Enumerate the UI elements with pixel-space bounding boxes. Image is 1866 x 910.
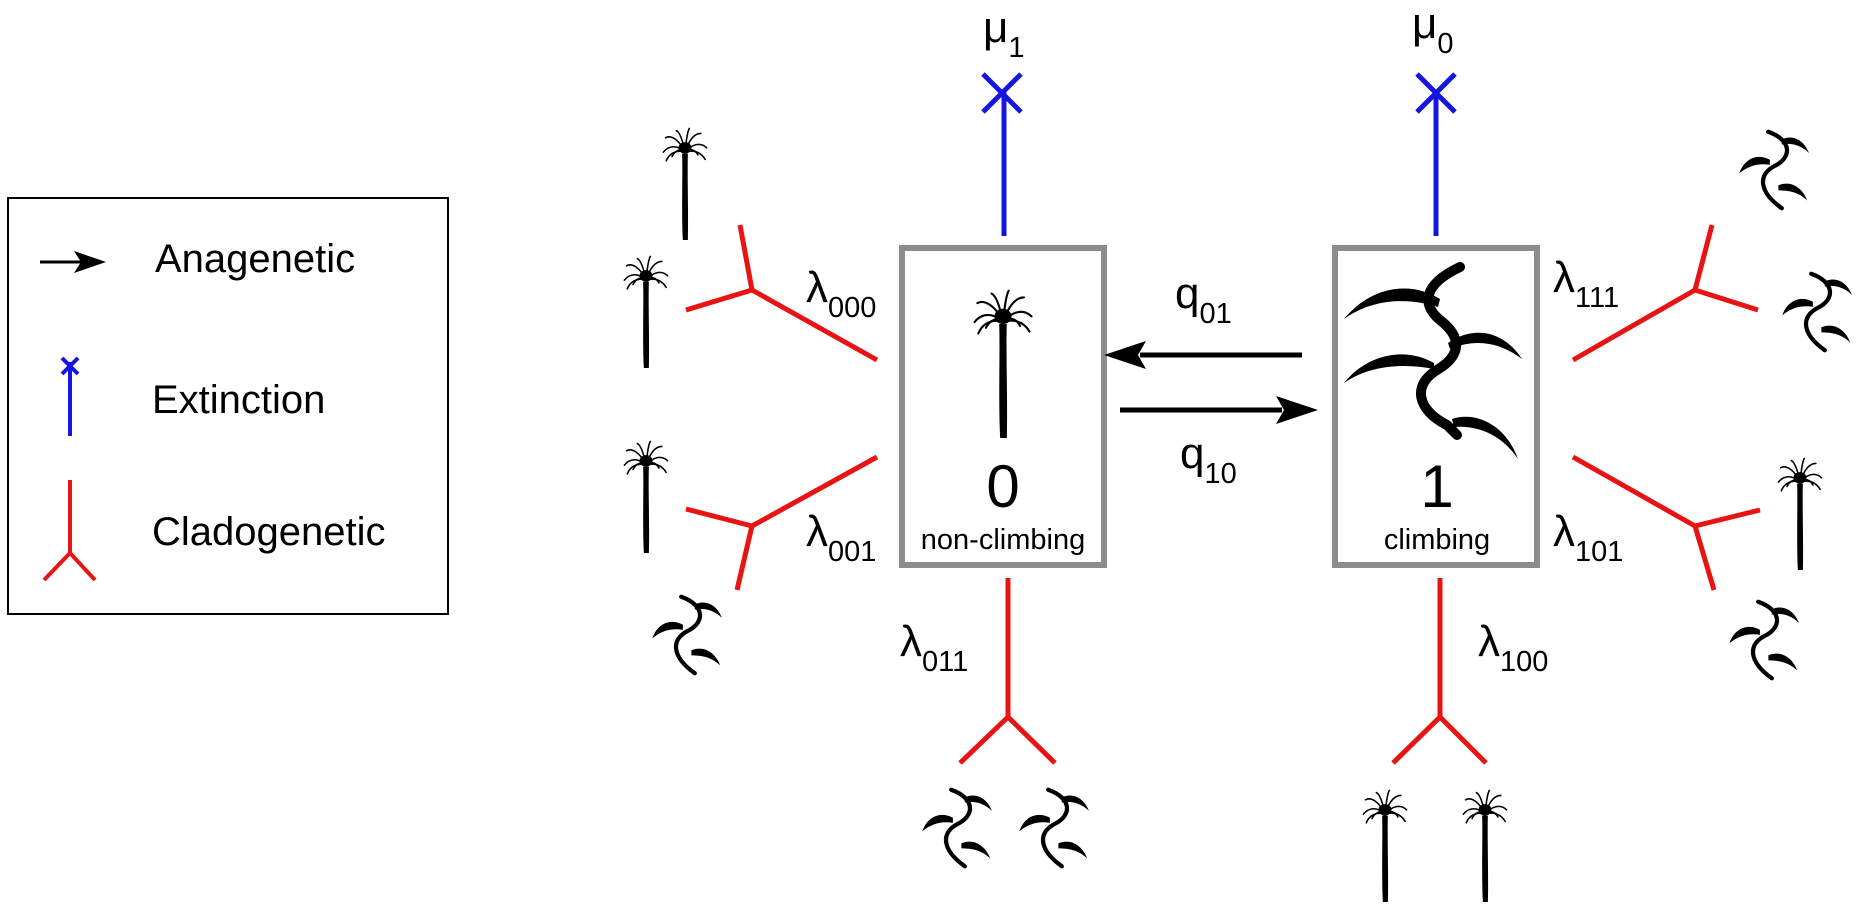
legend-label-anagenetic: Anagenetic <box>155 237 355 281</box>
legend-label-extinction: Extinction <box>152 378 325 422</box>
rate-lambda000: λ000 <box>806 263 876 324</box>
climbing-palm-icon <box>1344 267 1522 459</box>
state-0-name: non-climbing <box>921 524 1085 556</box>
rate-lambda100: λ100 <box>1478 617 1548 678</box>
palm-tree-icon <box>1777 457 1823 571</box>
state-1-number: 1 <box>1420 453 1453 520</box>
cladogenesis-100 <box>1391 578 1488 765</box>
climbing-palm-icon <box>1019 790 1089 867</box>
rate-q01: q01 <box>1175 269 1232 330</box>
cladogenesis-011 <box>958 578 1057 765</box>
state-0-box <box>899 245 1107 568</box>
legend-label-cladogenetic: Cladogenetic <box>152 510 386 554</box>
palm-tree-icon <box>1462 789 1508 903</box>
palm-tree-icon <box>1362 789 1408 903</box>
palm-tree-icon <box>973 289 1033 440</box>
cladogenesis-000 <box>685 224 879 363</box>
climbing-palm-icon <box>1739 132 1809 209</box>
palm-tree-icon <box>623 440 669 554</box>
rate-lambda111: λ111 <box>1553 253 1619 314</box>
rate-lambda001: λ001 <box>806 507 876 568</box>
climbing-palm-icon <box>922 790 992 867</box>
rate-mu1: μ1 <box>983 3 1025 64</box>
cladogenesis-111 <box>1571 224 1759 363</box>
state-1-name: climbing <box>1384 524 1490 556</box>
legend: Anagenetic Extinction Cladogenetic <box>7 197 449 615</box>
extinction-1 <box>1415 72 1457 236</box>
rate-lambda011: λ011 <box>900 617 968 678</box>
palm-tree-icon <box>662 127 708 241</box>
cladogenesis-101 <box>1571 454 1761 591</box>
rate-q10: q10 <box>1180 429 1237 490</box>
legend-cladogenetic-icon <box>42 480 97 582</box>
rate-mu0: μ0 <box>1412 0 1454 60</box>
climbing-palm-icon <box>1729 602 1799 679</box>
legend-extinction-icon <box>60 356 80 436</box>
transition-arrow-0-to-1 <box>1120 396 1318 424</box>
state-0: 0 non-climbing <box>899 245 1107 568</box>
palm-tree-icon <box>623 255 669 369</box>
legend-box <box>7 197 449 615</box>
transition-arrow-1-to-0 <box>1104 341 1302 369</box>
legend-anagenetic-icon <box>40 251 106 273</box>
climbing-palm-icon <box>1782 274 1852 351</box>
climbing-palm-icon <box>652 597 722 674</box>
state-1: 1 climbing <box>1332 245 1540 568</box>
state-0-number: 0 <box>986 453 1019 520</box>
cladogenesis-001 <box>685 454 879 591</box>
extinction-0 <box>981 72 1023 236</box>
rate-lambda101: λ101 <box>1553 507 1623 568</box>
state-1-box <box>1332 245 1540 568</box>
